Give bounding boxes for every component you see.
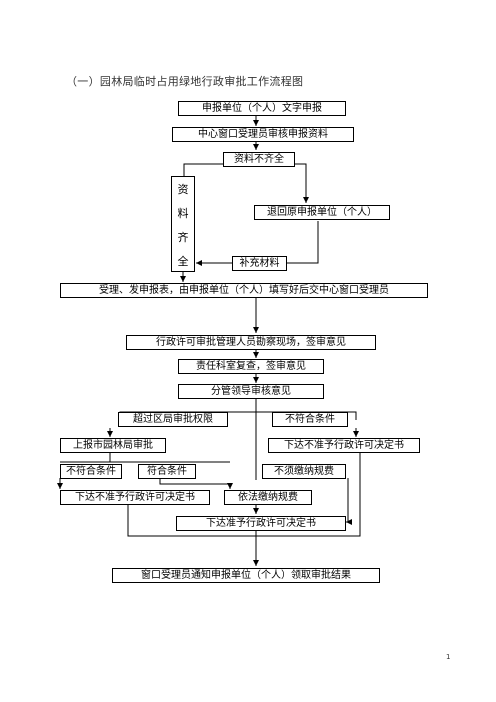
node-deny-2: 下达不准予行政许可决定书 (60, 490, 210, 505)
complete-char-1: 资 (177, 183, 189, 196)
line-nofee-approve (346, 478, 352, 525)
complete-char-2: 料 (177, 207, 189, 220)
line-incomplete-return (294, 163, 309, 203)
node-not-meet-1: 不符合条件 (272, 412, 348, 427)
line-review-complete (183, 163, 224, 176)
line-deny1-bottom (127, 452, 361, 537)
complete-char-3: 齐 (177, 231, 189, 244)
node-inspect: 行政许可审批管理人员勘察现场，签审意见 (126, 335, 376, 350)
node-no-fee: 不须缴纳规费 (262, 464, 346, 479)
page-number: 1 (446, 653, 451, 661)
node-incomplete: 资料不齐全 (223, 152, 295, 167)
page-title: （一）园林局临时占用绿地行政审批工作流程图 (66, 75, 304, 88)
node-not-meet-2: 不符合条件 (60, 464, 122, 479)
node-recheck: 责任科室复查，签审意见 (178, 359, 324, 374)
complete-char-4: 全 (177, 255, 189, 268)
node-report-city: 上报市园林局审批 (60, 438, 166, 453)
node-supplement: 补充材料 (232, 256, 287, 271)
node-pay-fee: 依法缴纳规费 (224, 490, 312, 505)
line-return-supplement (287, 221, 319, 264)
node-exceed: 超过区局审批权限 (118, 412, 228, 427)
node-review: 中心窗口受理员审核申报资料 (172, 127, 354, 142)
node-notify: 窗口受理员通知申报单位（个人）领取审批结果 (112, 568, 380, 583)
node-deny-1: 下达不准予行政许可决定书 (268, 438, 420, 453)
node-approve: 下达准予行政许可决定书 (176, 516, 346, 531)
node-meet: 符合条件 (138, 464, 196, 479)
node-complete: 资 料 齐 全 (171, 176, 195, 272)
node-return: 退回原申报单位（个人） (254, 205, 390, 220)
node-accept: 受理、发申报表，由申报单位（个人）填写好后交中心窗口受理员 (60, 283, 428, 298)
line-meet-payfee (159, 478, 233, 489)
node-leader: 分管领导审核意见 (178, 384, 324, 399)
node-apply: 申报单位（个人）文字申报 (178, 101, 346, 116)
